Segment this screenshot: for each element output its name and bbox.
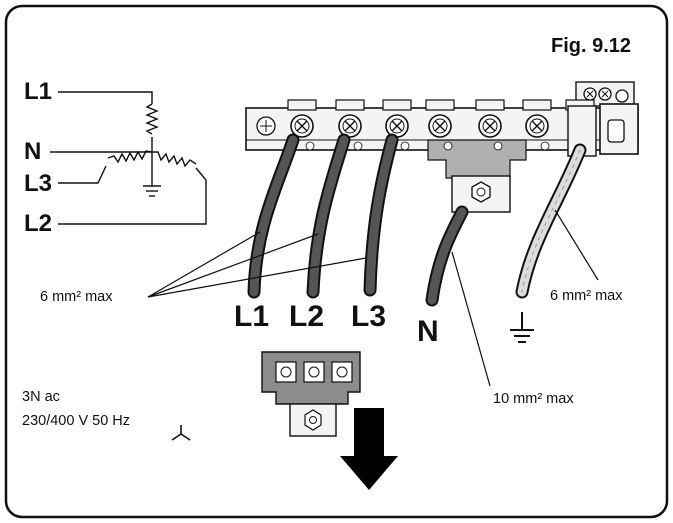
earth-wire-note: 6 mm² max [550, 288, 623, 304]
terminal-screw [475, 99, 505, 151]
figure-label: Fig. 9.12 [551, 35, 632, 57]
terminal-screw [382, 99, 412, 151]
terminal-screw [335, 99, 365, 151]
link-bridge [261, 351, 361, 437]
terminal-screw [522, 99, 552, 151]
winding-label-n: N [24, 138, 42, 165]
terminal-label-l3: L3 [351, 300, 387, 333]
winding-label-l2: L2 [24, 210, 53, 237]
terminal-screw [425, 99, 455, 151]
winding-label-l1: L1 [24, 78, 53, 105]
figure-border [4, 4, 669, 519]
terminal-label-l2: L2 [289, 300, 325, 333]
supply-line1: 3N ac [22, 389, 60, 405]
remove-link-arrow [340, 408, 398, 490]
earth-symbol [510, 312, 534, 343]
phase-wire-note: 6 mm² max [40, 289, 113, 305]
star-symbol [171, 425, 191, 441]
neutral-wire-note: 10 mm² max [493, 391, 574, 407]
terminal-label-n: N [417, 315, 439, 348]
wires [247, 133, 587, 307]
leader-lines [147, 209, 599, 387]
terminal-label-l1: L1 [234, 300, 270, 333]
supply-line2: 230/400 V 50 Hz [22, 413, 131, 429]
winding-label-l3: L3 [24, 170, 53, 197]
terminal-screw [287, 99, 317, 151]
star-winding-schematic [50, 91, 207, 225]
